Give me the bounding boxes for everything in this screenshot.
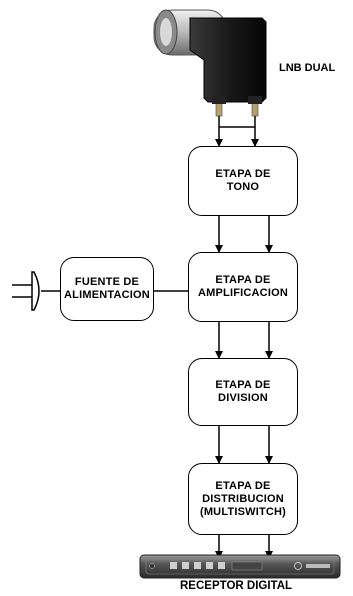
box-fuente-line1: FUENTE DE	[74, 276, 140, 288]
lnb-device	[153, 9, 267, 117]
box-etapa-distribucion-line2: DISTRIBUCION	[202, 492, 284, 505]
signal-lines	[215, 116, 273, 559]
box-etapa-division-line1: ETAPA DE	[215, 379, 271, 391]
box-fuente-alimentacion: FUENTE DE ALIMENTACION	[60, 257, 154, 321]
box-etapa-amplificacion-line1: ETAPA DE	[215, 274, 271, 286]
box-etapa-division: ETAPA DE DIVISION	[188, 358, 298, 426]
box-etapa-distribucion: ETAPA DE DISTRIBUCION (MULTISWITCH)	[188, 463, 298, 535]
power-plug-icon	[12, 271, 60, 311]
box-fuente-line2: ALIMENTACION	[64, 289, 150, 301]
box-etapa-distribucion-line3: (MULTISWITCH)	[199, 505, 287, 518]
box-etapa-division-line2: DIVISION	[218, 392, 268, 404]
box-etapa-tono-line1: ETAPA DE	[215, 168, 271, 180]
box-etapa-tono: ETAPA DE TONO	[188, 146, 298, 216]
box-etapa-amplificacion-line2: AMPLIFICACION	[198, 287, 288, 299]
lnb-label: LNB DUAL	[279, 62, 336, 74]
box-etapa-tono-line2: TONO	[226, 181, 260, 193]
receptor-label: RECEPTOR DIGITAL	[180, 580, 293, 592]
box-etapa-distribucion-line1: ETAPA DE	[215, 479, 271, 492]
box-etapa-amplificacion: ETAPA DE AMPLIFICACION	[188, 252, 298, 322]
receptor-device	[139, 554, 341, 579]
